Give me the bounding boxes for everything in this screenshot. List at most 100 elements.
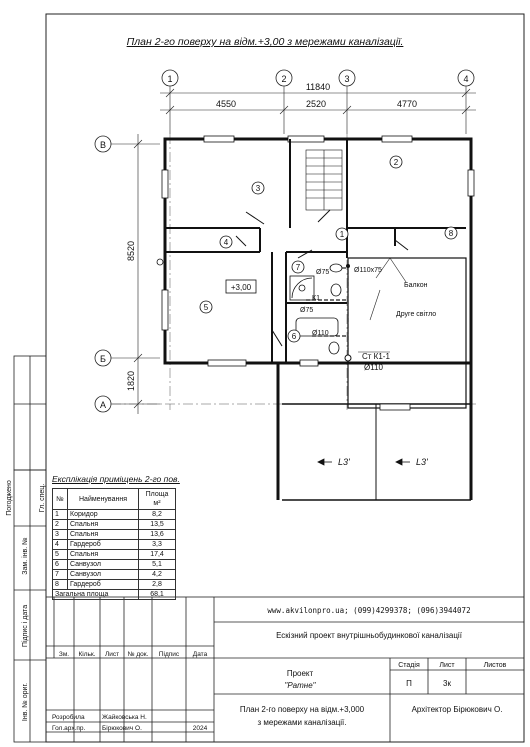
room-marker-2: [389, 155, 403, 169]
axis-label-3: 3: [344, 74, 349, 84]
row-num: 4: [52, 539, 68, 550]
stamp-sheet-title-2: з мережами каналізації.: [258, 718, 347, 727]
room-number-8: 8: [449, 229, 454, 238]
stamp-role-2: Гол.арх.пр.: [52, 725, 86, 732]
stamp-col-doc: № док.: [128, 651, 149, 658]
dim-8520: 8520: [126, 241, 136, 261]
row-name: Спальня: [67, 549, 139, 560]
stamp-sheet: 3к: [443, 679, 451, 688]
row-area: 13,6: [138, 529, 176, 540]
stamp-project: Проект: [287, 669, 314, 678]
side-chief: Гл. спец.: [39, 484, 46, 513]
stamp-col-sheet: Лист: [105, 651, 119, 658]
dim-span-3: 4770: [397, 99, 417, 109]
pipe-label-d110: Ø110: [312, 330, 329, 337]
section-mark-right: L3': [416, 457, 428, 467]
room-number-5: 5: [204, 303, 209, 312]
side-agreed: Погоджено: [6, 480, 13, 516]
row-num: 1: [52, 509, 68, 520]
row-name: Коридор: [67, 509, 139, 520]
stamp-stage: П: [406, 679, 412, 688]
dim-span-1: 4550: [216, 99, 236, 109]
room-number-3: 3: [256, 184, 261, 193]
stamp-project-name: "Ратне": [285, 681, 317, 690]
room-number-2: 2: [394, 158, 399, 167]
room-marker-6: [287, 329, 301, 343]
riser-diameter: Ø110: [364, 363, 384, 372]
second-light-label: Друге світло: [396, 310, 436, 318]
row-area: 3,3: [138, 539, 176, 550]
axis-label-4: 4: [463, 74, 468, 84]
stamp-name-2: Бірюкович О.: [102, 724, 142, 732]
explication-col-area-label: Площа: [145, 491, 169, 498]
level-box: [225, 279, 257, 294]
riser-label: Ст К1-1: [362, 352, 390, 361]
axis-label-2: 2: [281, 74, 286, 84]
room-number-7: 7: [296, 263, 301, 272]
row-name: Санвузол: [67, 569, 139, 580]
row-name: Гардероб: [67, 539, 139, 550]
axis-label-1: 1: [167, 74, 172, 84]
room-number-4: 4: [224, 238, 229, 247]
row-name: Спальня: [67, 529, 139, 540]
stamp-contacts: www.akvilonpro.ua; (099)4299378; (096)39…: [267, 606, 470, 615]
row-num: 2: [52, 519, 68, 530]
pipe-label-d110x75: Ø110x75: [354, 267, 382, 274]
row-num: 8: [52, 579, 68, 590]
total-area: 68,1: [138, 589, 176, 600]
balcony-label: Балкон: [404, 282, 428, 289]
stamp-sheet-title-1: План 2-го поверху на відм.+3,000: [240, 705, 365, 714]
row-num: 3: [52, 529, 68, 540]
dim-1820: 1820: [126, 371, 136, 391]
room-marker-3: [251, 181, 265, 195]
row-name: Спальня: [67, 519, 139, 530]
row-area: 8,2: [138, 509, 176, 520]
stamp-doc-title: Ескізний проект внутрішньобудинкової кан…: [276, 631, 463, 640]
row-num: 7: [52, 569, 68, 580]
stamp-role-1: Розробила: [52, 713, 85, 721]
room-marker-7: [291, 260, 305, 274]
dim-total: 11840: [306, 82, 330, 92]
stamp-col-date: Дата: [193, 651, 208, 658]
room-marker-8: [444, 226, 458, 240]
pipe-label-d75b: Ø75: [300, 307, 313, 314]
explication-title: Експлікація приміщень 2-го пов.: [52, 474, 180, 484]
stamp-stage-header: Стадія: [398, 661, 420, 669]
stamp-col-sign: Підпис: [159, 650, 180, 658]
explication-col-area-unit: м²: [153, 500, 161, 507]
stamp-name-1: Жайковська Н.: [102, 713, 147, 721]
row-area: 13,5: [138, 519, 176, 530]
row-area: 2,8: [138, 579, 176, 590]
stamp-year: 2024: [193, 725, 208, 732]
level-mark: +3,00: [231, 283, 252, 292]
stamp-sheet-header: Лист: [439, 662, 455, 669]
row-num: 6: [52, 559, 68, 570]
axis-label-v: В: [100, 140, 106, 150]
pipe-label-d75: Ø75: [316, 269, 329, 276]
row-area: 5,1: [138, 559, 176, 570]
row-area: 17,4: [138, 549, 176, 560]
drawing-title: План 2-го поверху на відм.+3,00 з мережа…: [126, 36, 404, 48]
axis-label-b: Б: [100, 354, 106, 364]
room-number-6: 6: [292, 332, 297, 341]
side-orig: Інв. № ориг.: [22, 683, 29, 721]
row-num: 5: [52, 549, 68, 560]
stamp-col-qty: Кільк.: [78, 650, 95, 658]
room-marker-4: [219, 235, 233, 249]
room-marker-1: [335, 227, 349, 241]
room-number-1: 1: [340, 230, 345, 239]
section-mark-left: L3': [338, 457, 350, 467]
dim-span-2: 2520: [306, 99, 326, 109]
stamp-sheets-header: Листов: [484, 662, 507, 669]
